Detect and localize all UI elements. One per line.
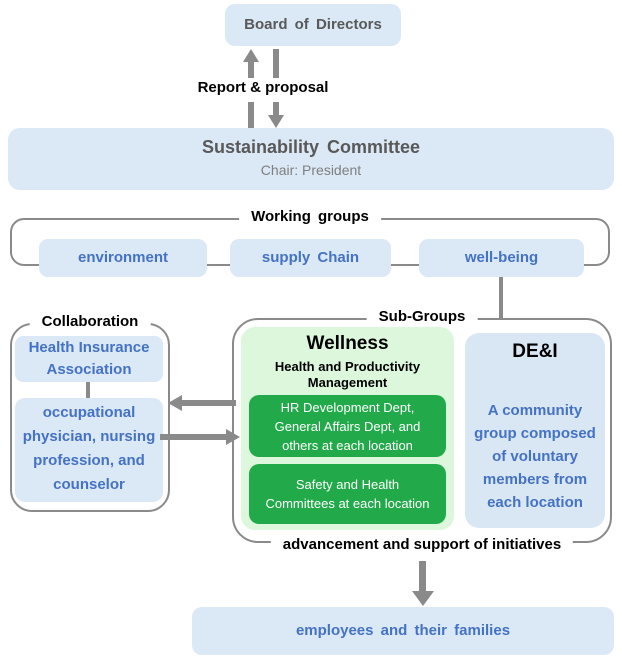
collaboration-label: Collaboration (29, 313, 151, 330)
bottom-arrow-icon (412, 591, 434, 606)
up-arrow-shaft (248, 61, 254, 78)
working-group-supply-chain: supply Chain (230, 239, 391, 277)
committee-chair-subtitle: Chair: President (260, 162, 362, 178)
up-arrow-shaft-lower (248, 102, 254, 128)
safety-health-committees-box: Safety and Health Committees at each loc… (249, 464, 446, 524)
dei-card: DE&I A community group composed of volun… (465, 333, 605, 528)
left-arrow-icon (168, 395, 182, 411)
right-arrow-shaft (160, 434, 226, 440)
occupational-physician-box: occupational physician, nursing professi… (15, 398, 163, 502)
dei-title: DE&I (512, 341, 558, 362)
collaboration-bracket: Collaboration (10, 313, 170, 512)
working-groups-label: Working groups (239, 208, 381, 225)
well-being-connector-line (499, 277, 503, 320)
report-proposal-label: Report & proposal (197, 79, 329, 96)
working-group-environment: environment (39, 239, 207, 277)
down-arrow-shaft (273, 49, 279, 78)
wellness-title: Wellness (306, 333, 389, 354)
bottom-arrow-shaft (419, 561, 426, 592)
health-insurance-association-box: Health Insurance Association (15, 336, 163, 382)
employees-families-box: employees and their families (192, 607, 614, 655)
up-arrow-icon (243, 49, 259, 62)
down-arrow-shaft-lower (273, 102, 279, 116)
board-of-directors-box: Board of Directors (225, 4, 401, 46)
dei-body-text: A community group composed of voluntary … (474, 402, 596, 511)
down-arrow-icon (268, 115, 284, 128)
sustainability-committee-box: Sustainability Committee Chair: Presiden… (8, 128, 614, 190)
collaboration-connector-line (86, 382, 90, 398)
working-group-well-being: well-being (419, 239, 584, 277)
sustainability-committee-title: Sustainability Committee (201, 137, 421, 157)
advancement-support-label: advancement and support of initiatives (270, 536, 574, 553)
wellness-subtitle: Health and Productivity Management (274, 359, 421, 390)
hr-development-box: HR Development Dept, General Affairs Dep… (249, 395, 446, 457)
left-arrow-shaft (181, 400, 236, 406)
sub-groups-bracket: Sub-Groups advancement and support of in… (232, 308, 612, 553)
sub-groups-label: Sub-Groups (366, 308, 478, 325)
